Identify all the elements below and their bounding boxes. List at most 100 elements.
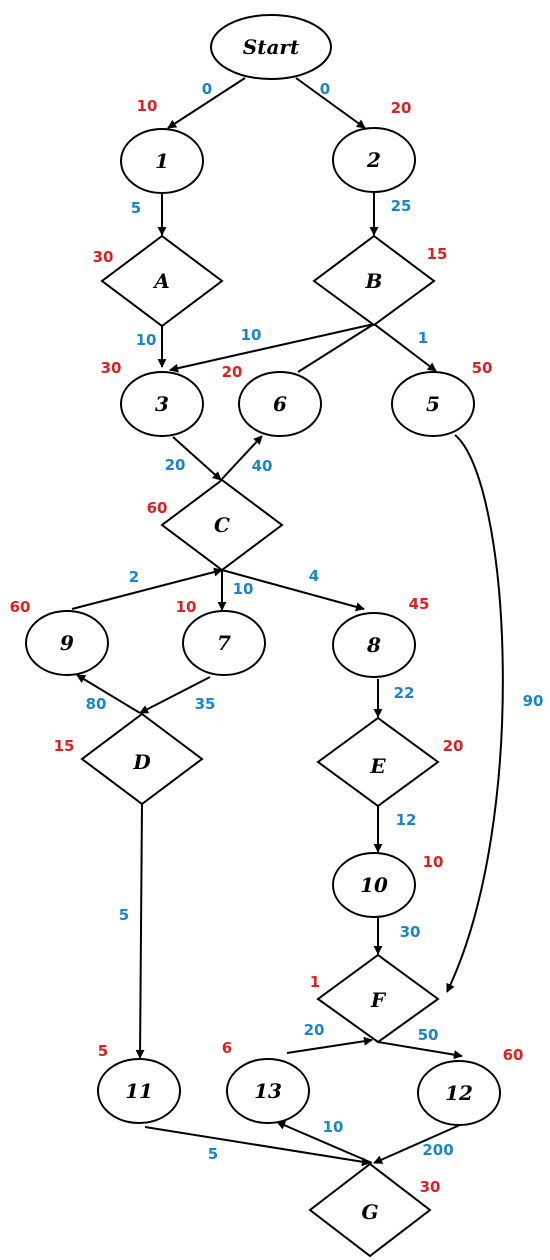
node-3 [120,371,204,437]
edge-weight-7-D: 35 [195,695,216,713]
edge-weight-D-11: 5 [119,906,129,924]
edge-weight-11-G: 5 [208,1145,218,1163]
edge-6-B [297,323,375,373]
node-C [160,478,284,572]
edge-start-2 [295,77,366,129]
node-G [308,1162,432,1258]
node-6-label: 6 [273,392,287,416]
node-weight-12: 60 [503,1046,524,1064]
node-E-label: E [369,754,386,778]
node-weight-11: 5 [98,1042,108,1060]
node-weight-B: 15 [427,245,448,263]
edge-D-11 [135,802,145,1059]
edge-12-G [373,1124,461,1164]
node-13 [226,1058,310,1124]
edge-7-D [139,676,211,714]
edge-weight-3-C: 20 [165,456,186,474]
node-D [80,712,204,806]
node-11-label: 11 [125,1079,153,1103]
node-weight-9: 60 [10,598,31,616]
edge-weight-C-7: 10 [233,580,254,598]
edge-weight-1-A: 5 [131,199,141,217]
edge-5-F [446,434,504,993]
node-weight-5: 50 [472,359,493,377]
edge-weight-B-5: 1 [418,329,428,347]
node-weight-3: 30 [101,359,122,377]
edge-weight-D-9: 80 [86,695,107,713]
edge-weight-12-G: 200 [422,1141,453,1159]
node-9 [25,610,109,676]
node-weight-F: 1 [310,973,320,991]
node-weight-6: 20 [222,363,243,381]
edge-weight-A-3: 10 [136,331,157,349]
node-3-label: 3 [155,392,169,416]
node-A [100,234,224,328]
node-E [316,716,440,808]
node-10 [332,852,416,918]
node-D-label: D [132,750,151,774]
node-5 [391,371,475,437]
edge-F-12 [377,1041,463,1060]
edge-weight-C-6: 40 [252,457,273,475]
node-weights: 10 20 30 15 30 20 50 60 60 10 45 15 20 1… [10,97,524,1196]
node-11 [97,1058,181,1124]
edge-weight-E-10: 12 [396,811,417,829]
edge-11-G [144,1126,371,1167]
node-9-label: 9 [60,631,74,655]
node-B [312,234,436,327]
node-weight-7: 10 [176,598,197,616]
nodes: Start 1 2 A B 3 6 5 C 9 7 8 D E 10 F 11 [25,14,501,1258]
node-12 [417,1060,501,1126]
edge-weight-10-F: 30 [400,923,421,941]
node-weight-2: 20 [391,99,412,117]
node-2-label: 2 [366,148,381,172]
node-10-label: 10 [360,873,388,897]
edge-G-13 [276,1121,373,1164]
node-weight-C: 60 [147,499,168,517]
node-1-label: 1 [155,149,169,173]
node-8-label: 8 [366,633,381,657]
edge-weight-start-2: 0 [320,80,330,98]
edge-B-3 [169,323,375,373]
node-13-label: 13 [254,1079,282,1103]
node-weight-13: 6 [222,1039,232,1057]
edge-9-C [71,567,223,610]
edge-weight-start-1: 0 [202,80,212,98]
edge-weight-8-E: 22 [394,684,415,702]
node-F [316,953,440,1044]
edge-weight-13-F: 20 [304,1021,325,1039]
node-7-label: 7 [217,631,231,655]
edge-weight-2-B: 25 [391,197,412,215]
node-weight-E: 20 [443,737,464,755]
edge-start-1 [167,77,246,129]
edge-3-C [172,436,222,481]
node-weight-8: 45 [409,595,430,613]
node-start [210,14,332,80]
edge-weight-F-12: 50 [418,1026,439,1044]
node-C-label: C [214,513,230,537]
node-weight-10: 10 [423,853,444,871]
node-B-label: B [365,269,383,293]
node-2 [332,127,416,193]
edge-B-5 [373,323,437,372]
edge-weight-B-3: 10 [241,326,262,344]
node-6 [238,371,322,437]
edge-weights: 0 0 5 25 10 10 1 20 40 2 10 4 80 35 22 1… [86,80,544,1163]
edge-D-9 [76,674,141,714]
node-weight-1: 10 [137,97,158,115]
node-5-label: 5 [426,392,440,416]
node-1 [120,128,204,194]
edge-weight-9-C: 2 [129,568,139,586]
node-weight-D: 15 [54,737,75,755]
edge-C-6 [220,435,263,481]
node-weight-A: 30 [93,248,114,266]
node-A-label: A [152,269,170,293]
edges [71,77,504,1167]
edge-13-F [286,1036,373,1054]
node-weight-G: 30 [420,1178,441,1196]
edge-weight-G-13: 10 [323,1118,344,1136]
node-start-label: Start [243,35,300,59]
node-7 [182,610,266,676]
node-G-label: G [361,1200,378,1224]
